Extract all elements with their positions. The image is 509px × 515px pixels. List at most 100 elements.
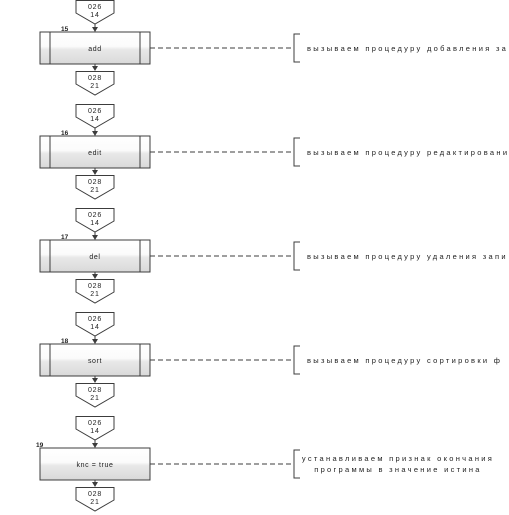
flow-arrow (92, 272, 98, 279)
block-number: 15 (61, 26, 69, 33)
connector-shape (75, 487, 115, 512)
block-frame (39, 343, 151, 377)
arrow-head (92, 131, 98, 136)
annotation: вызываем процедуру редактировани (150, 137, 509, 167)
connector-page: 028 (88, 283, 102, 290)
block-frame (39, 447, 151, 481)
flow-arrow (92, 64, 98, 71)
connector-page: 026 (88, 316, 102, 323)
connector-page: 028 (88, 491, 102, 498)
block-label: edit (88, 150, 102, 157)
arrow-head (92, 274, 98, 279)
annotation-text: вызываем процедуру удаления запи (307, 252, 508, 261)
arrow-head (92, 235, 98, 240)
flow-arrow (92, 480, 98, 487)
flow-arrow (92, 24, 98, 32)
flow-arrow (92, 336, 98, 344)
block-label: del (89, 254, 100, 261)
arrow-head (92, 339, 98, 344)
connector-page: 026 (88, 420, 102, 427)
connector-shape (75, 208, 115, 233)
connector-position: 21 (90, 187, 99, 194)
block-label: sort (88, 358, 102, 365)
connector-shape (75, 383, 115, 408)
flow-arrow (92, 168, 98, 175)
block-number: 16 (61, 130, 69, 137)
annotation-text: программы в значение истина (314, 465, 482, 474)
annotation: вызываем процедуру сортировки ф (150, 345, 502, 375)
arrow-head (92, 27, 98, 32)
annotation-bracket (293, 137, 300, 167)
annotation: вызываем процедуру удаления запи (150, 241, 508, 271)
connector-position: 14 (90, 428, 99, 435)
flow-arrow (92, 128, 98, 136)
connector-shape (75, 279, 115, 304)
connector-shape (75, 71, 115, 96)
annotation-text: вызываем процедуру добавления за (307, 44, 508, 53)
block-number: 17 (61, 234, 69, 241)
annotation-text: устанавливаем признак окончания (302, 454, 494, 463)
block-label: knc = true (77, 462, 114, 469)
connector-position: 14 (90, 324, 99, 331)
subroutine-block: 18 sort (39, 338, 151, 377)
connector-position: 14 (90, 12, 99, 19)
annotation-text: вызываем процедуру сортировки ф (307, 356, 502, 365)
annotation: устанавливаем признак окончания программы… (150, 449, 494, 479)
connector-position: 14 (90, 116, 99, 123)
subroutine-block: 17 del (39, 234, 151, 273)
block-frame (39, 31, 151, 65)
arrow-head (92, 378, 98, 383)
arrow-head (92, 482, 98, 487)
connector-shape (75, 0, 115, 25)
connector-page: 028 (88, 387, 102, 394)
subroutine-block: 16 edit (39, 130, 151, 169)
block-label: add (88, 46, 101, 53)
connector-page: 028 (88, 75, 102, 82)
connector-position: 21 (90, 395, 99, 402)
connector-page: 026 (88, 4, 102, 11)
flow-arrow (92, 440, 98, 448)
connector-position: 21 (90, 291, 99, 298)
flow-arrow (92, 232, 98, 240)
process-block: 19 knc = true (36, 442, 151, 481)
connector-page: 028 (88, 179, 102, 186)
arrow-head (92, 170, 98, 175)
subroutine-block: 15 add (39, 26, 151, 65)
annotation-bracket (293, 449, 300, 479)
block-number: 19 (36, 442, 44, 449)
arrow-head (92, 443, 98, 448)
annotation-text: вызываем процедуру редактировани (307, 148, 509, 157)
connector-page: 026 (88, 108, 102, 115)
connector-shape (75, 104, 115, 129)
connector-shape (75, 312, 115, 337)
connector-shape (75, 416, 115, 441)
connector-shape (75, 175, 115, 200)
annotation-bracket (293, 345, 300, 375)
arrow-head (92, 66, 98, 71)
connector-position: 21 (90, 83, 99, 90)
block-number: 18 (61, 338, 69, 345)
flow-arrow (92, 376, 98, 383)
annotation: вызываем процедуру добавления за (150, 33, 508, 63)
connector-page: 026 (88, 212, 102, 219)
connector-position: 14 (90, 220, 99, 227)
connector-position: 21 (90, 499, 99, 506)
annotation-bracket (293, 33, 300, 63)
annotation-bracket (293, 241, 300, 271)
